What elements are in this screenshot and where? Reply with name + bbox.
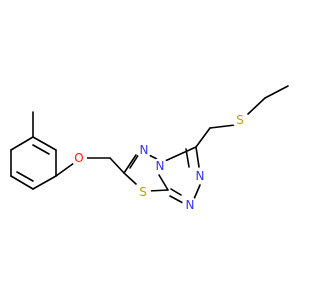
bond	[158, 174, 169, 191]
bond	[148, 189, 169, 192]
bond	[16, 171, 34, 182]
bond	[123, 172, 137, 185]
atom-n2: N	[182, 197, 198, 213]
atom-n1: N	[192, 168, 208, 184]
atom-label-background	[71, 150, 87, 166]
atom-s1: S	[232, 112, 248, 128]
bond	[247, 97, 266, 115]
atom-label: N	[196, 169, 205, 183]
bond	[129, 153, 140, 169]
bond	[195, 146, 200, 168]
bond	[32, 136, 57, 151]
molecule-structure: N N N N S S O	[10, 85, 289, 213]
bond	[55, 162, 75, 177]
bond-layer	[10, 85, 289, 204]
atom-label: S	[236, 113, 244, 127]
atom-label-background	[135, 184, 151, 200]
atom-label-background	[232, 112, 248, 128]
atom-label: N	[140, 143, 149, 157]
bond	[170, 188, 182, 196]
bond	[109, 157, 125, 174]
bond	[264, 85, 289, 99]
atom-label-background	[182, 197, 198, 213]
atom-label: N	[156, 159, 165, 173]
atom-label-background	[136, 142, 152, 158]
bond	[193, 184, 201, 200]
atom-n3: N	[152, 158, 168, 174]
atom-label-layer: N N N N S S O	[71, 112, 248, 213]
atom-o1: O	[71, 150, 87, 166]
bond	[164, 146, 197, 162]
bond	[123, 154, 137, 174]
bond	[10, 136, 34, 151]
bond	[195, 127, 211, 148]
atom-label-background	[152, 158, 168, 174]
atom-label: O	[74, 151, 83, 165]
bond	[32, 144, 50, 155]
bond	[32, 175, 57, 190]
atom-n4: N	[136, 142, 152, 158]
atom-label-background	[192, 168, 208, 184]
atom-label: S	[139, 185, 147, 199]
atom-s2: S	[135, 184, 151, 200]
bond	[10, 175, 34, 190]
bond	[209, 124, 236, 129]
bond	[169, 195, 184, 204]
atom-label: N	[186, 198, 195, 212]
